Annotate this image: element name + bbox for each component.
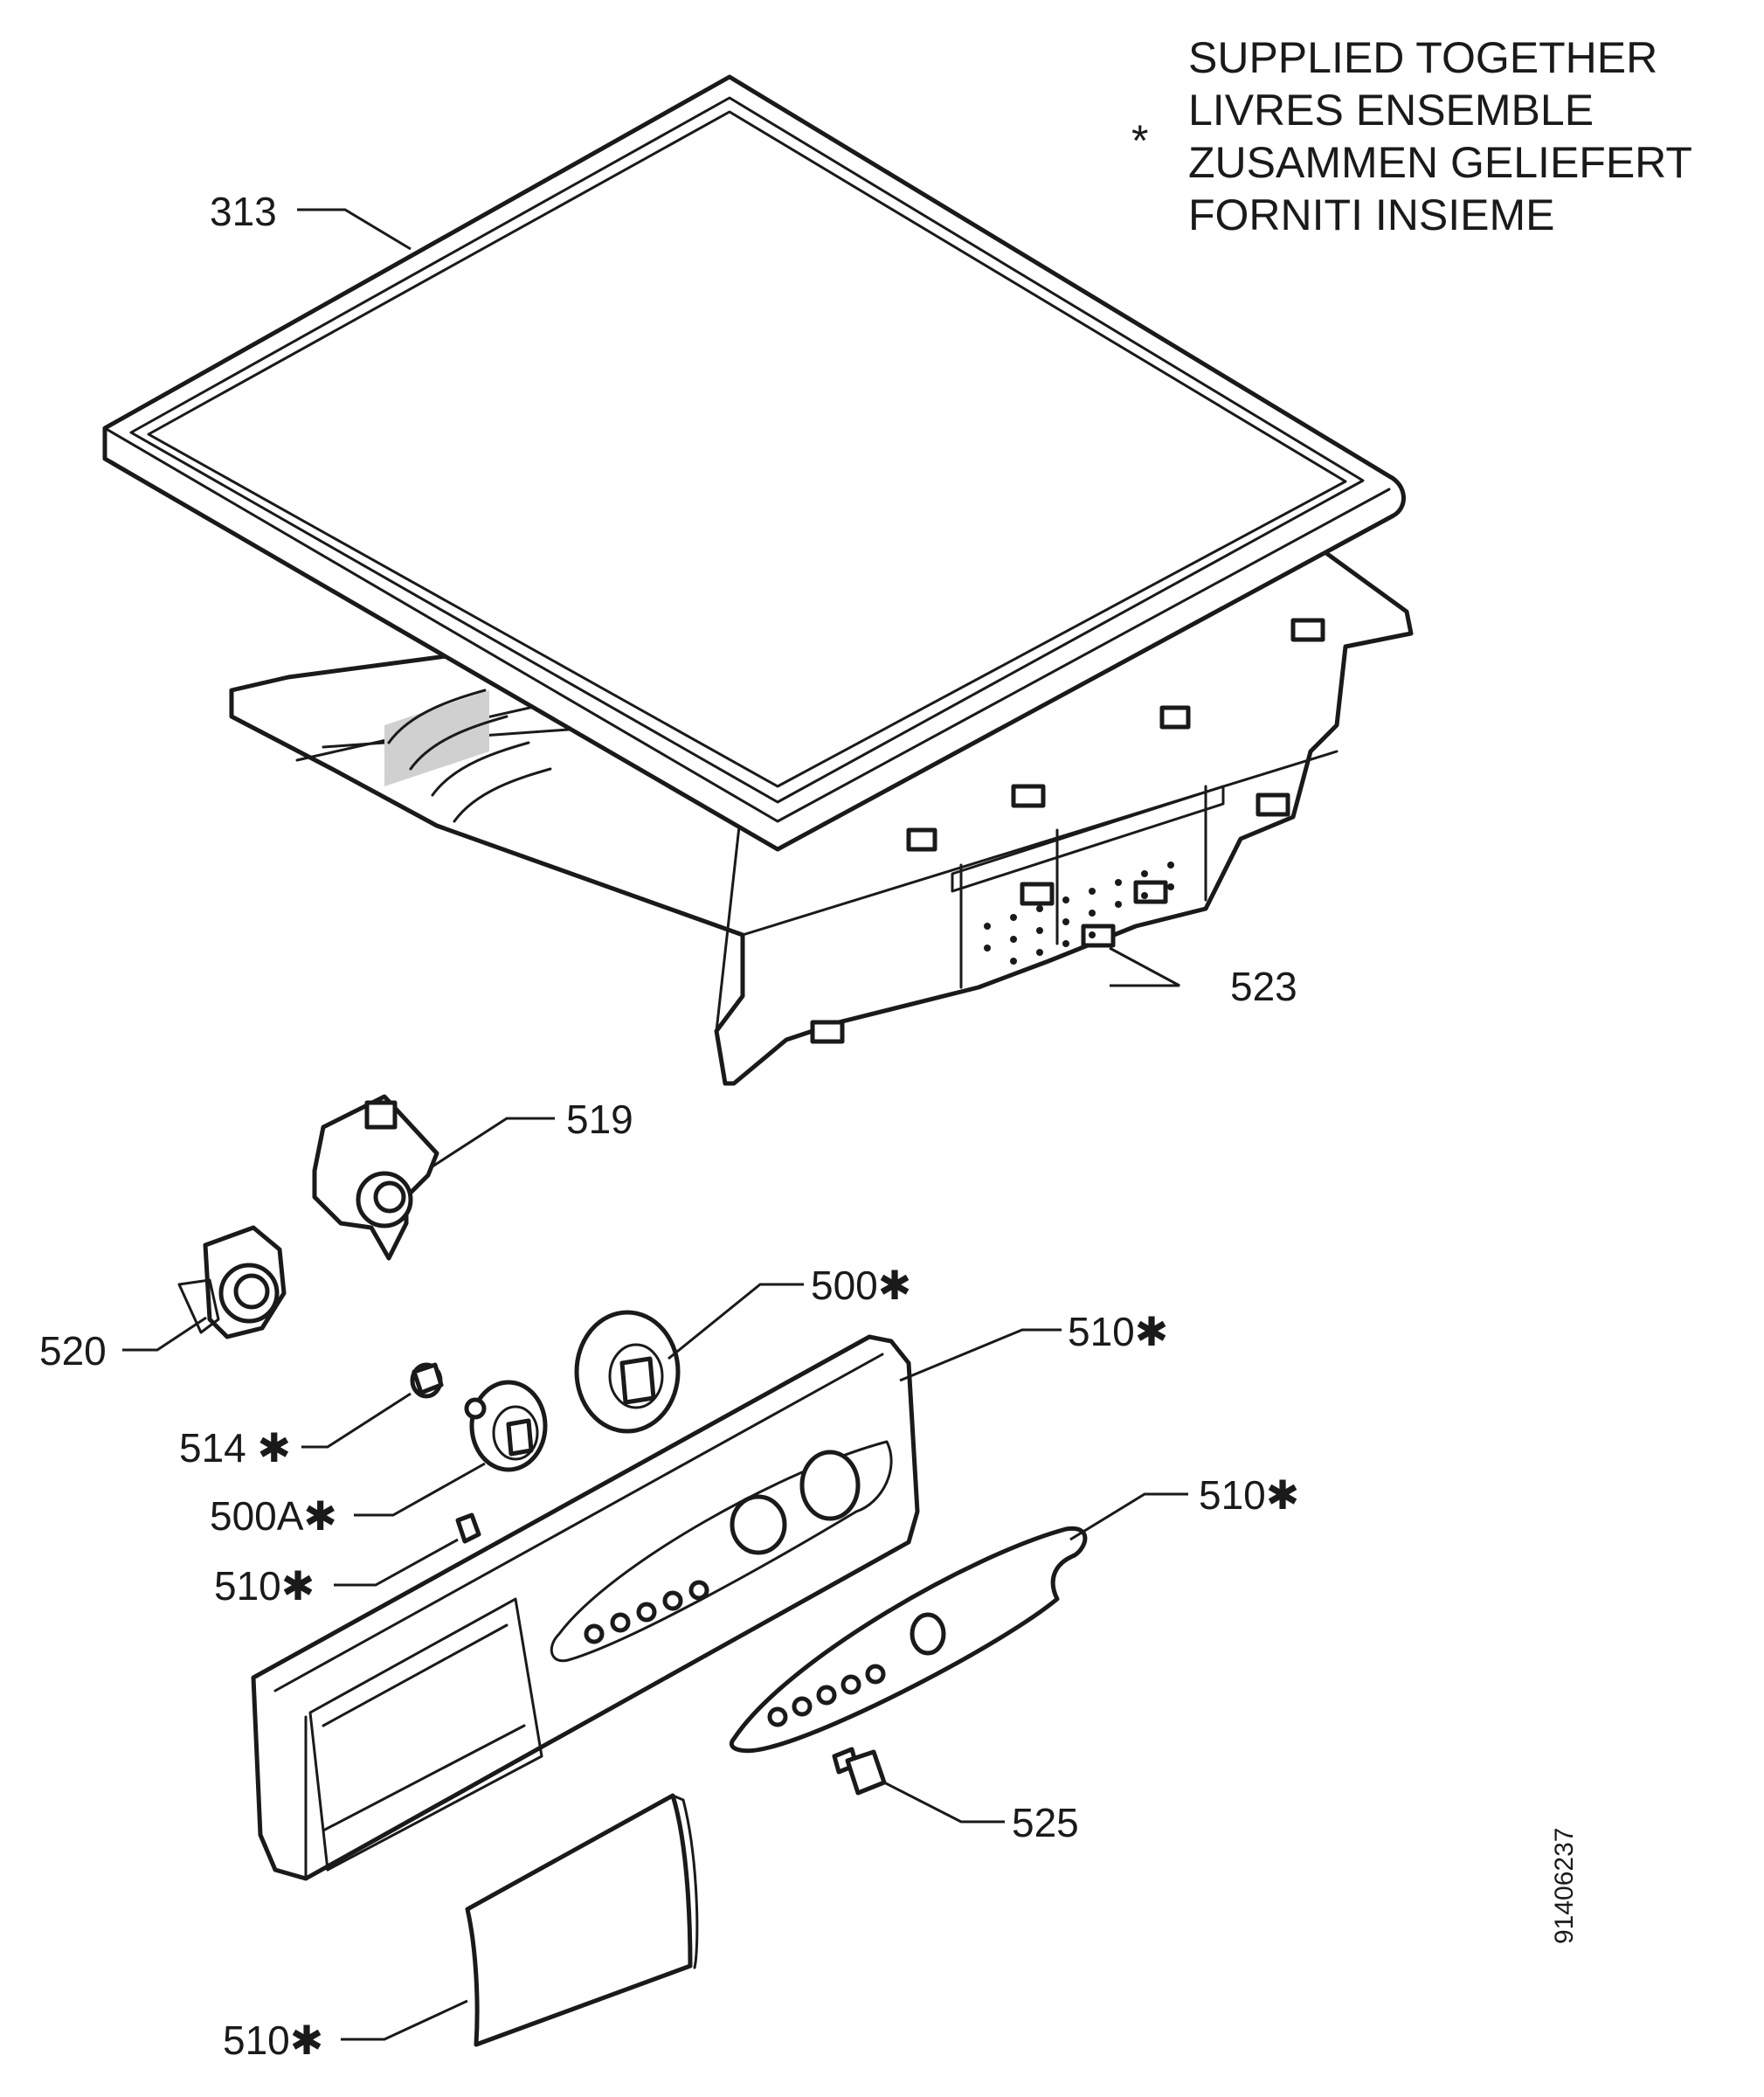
legend-line-1: SUPPLIED TOGETHER: [1188, 33, 1657, 82]
part-510-push-button: [455, 1512, 481, 1544]
part-500-knob: [574, 1310, 681, 1434]
callout-519: 519: [566, 1097, 633, 1142]
callout-520: 520: [39, 1328, 107, 1374]
callout-525: 525: [1012, 1800, 1079, 1845]
callout-510-panel: 510✱: [1068, 1309, 1168, 1354]
callout-514: 514 ✱: [179, 1425, 291, 1471]
callout-510-overlay: 510✱: [1199, 1472, 1299, 1518]
callout-523: 523: [1230, 964, 1297, 1009]
part-313-top-lid: [102, 74, 1406, 852]
part-520-switch: [177, 1225, 287, 1339]
legend-line-3: ZUSAMMEN GELIEFERT: [1188, 138, 1692, 187]
legend: * SUPPLIED TOGETHER LIVRES ENSEMBLE ZUSA…: [1131, 33, 1692, 239]
part-514-spacer: [410, 1362, 444, 1399]
part-510-door-flap: [465, 1793, 699, 2047]
part-525-pin: [832, 1747, 887, 1796]
legend-asterisk: *: [1131, 116, 1148, 165]
callout-313: 313: [210, 189, 277, 234]
part-510-overlay: [730, 1526, 1088, 1754]
callout-labels: 313 523 519 520 500✱ 510✱ 514 ✱ 500A✱ 51…: [39, 189, 1299, 2063]
legend-line-4: FORNITI INSIEME: [1188, 190, 1554, 239]
leader-lines: [122, 208, 1188, 2041]
part-500a-knob: [464, 1380, 548, 1472]
vent-holes: [984, 862, 1174, 965]
callout-510-door: 510✱: [223, 2017, 323, 2063]
part-519-bracket: [312, 1094, 439, 1261]
legend-line-2: LIVRES ENSEMBLE: [1188, 86, 1594, 135]
callout-500: 500✱: [811, 1263, 911, 1308]
callout-500a: 500A✱: [210, 1493, 337, 1539]
part-510-control-panel: [251, 1334, 920, 1881]
callout-510-button: 510✱: [214, 1563, 315, 1609]
drawing-code: 91406237: [1550, 1828, 1579, 1944]
